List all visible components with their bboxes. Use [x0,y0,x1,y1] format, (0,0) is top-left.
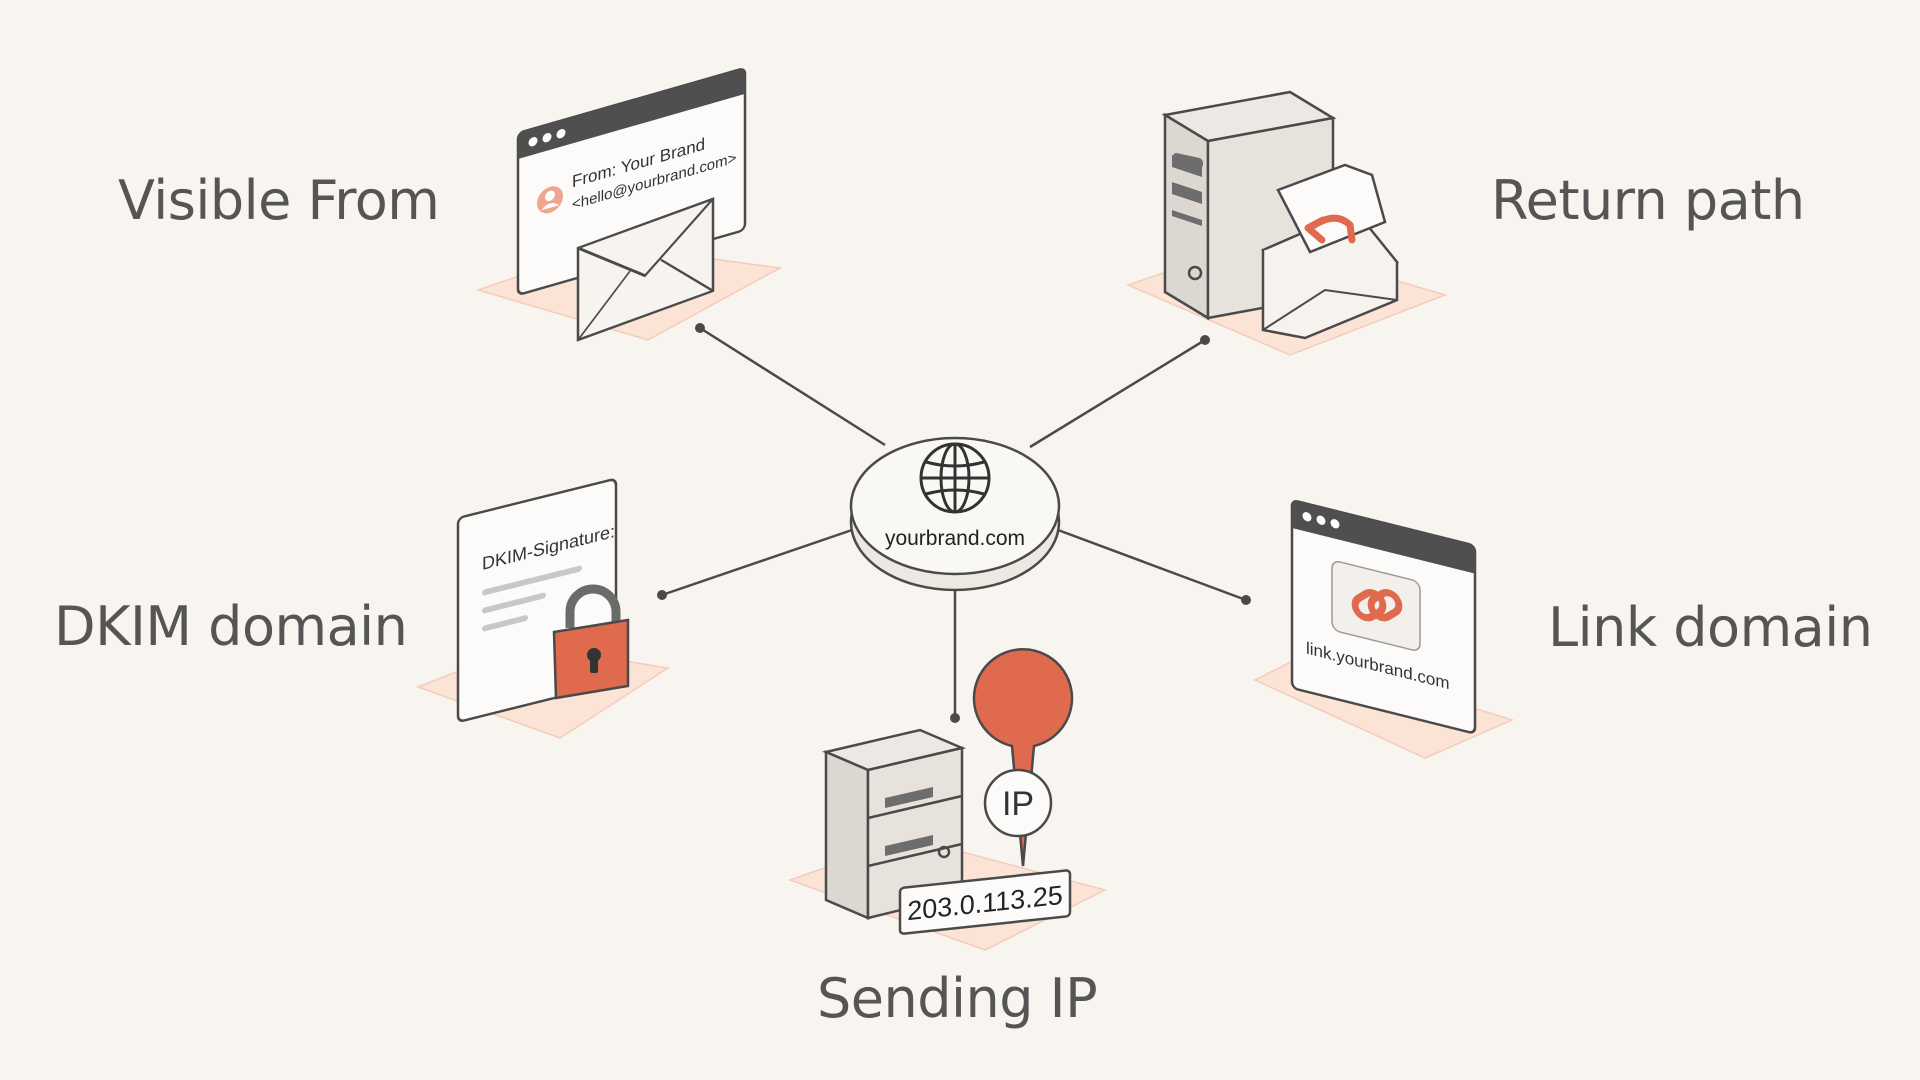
server-stack-icon [822,728,966,920]
return-path-label: Return path [1491,169,1805,232]
sending-ip-illustration: IP 203.0.113.25 [787,648,1108,951]
link-domain-label: Link domain [1548,596,1873,659]
reply-arrow-icon [1304,214,1356,244]
connector-dots [657,323,1251,723]
window-dot-icon [1302,512,1312,522]
visible-from-illustration: From: Your Brand <hello@yourbrand.com> [475,68,783,342]
window-dot-icon [556,128,566,139]
connector-visible-from [699,326,886,447]
connector-dot-dkim-domain [657,590,667,600]
window-dot-icon [528,137,538,147]
avatar-icon [537,186,563,214]
connectors [661,326,1247,718]
dkim-domain-label: DKIM domain [54,595,408,658]
visible-from-label: Visible From [118,169,440,232]
connector-return-path [1029,338,1206,449]
connector-link-domain [1057,528,1247,602]
dkim-text-line [482,615,528,632]
dkim-domain-illustration: DKIM-Signature: [415,478,671,739]
window-dot-icon [1316,515,1326,525]
globe-icon [919,442,991,514]
ip-address-tag: 203.0.113.25 [898,869,1072,935]
return-envelope-icon [1260,163,1400,340]
sending-ip-label: Sending IP [817,967,1098,1030]
dkim-text-line [482,565,582,596]
hub-node: yourbrand.com [849,436,1061,592]
return-path-illustration [1125,90,1448,356]
location-pin-icon: IP [972,648,1074,867]
connector-dkim-domain [661,528,853,597]
browser-titlebar [518,69,745,159]
link-chain-icon [1351,589,1403,622]
hub-label: yourbrand.com [885,527,1025,550]
connector-dot-return-path [1200,335,1210,345]
window-dot-icon [542,133,552,143]
connector-dot-link-domain [1241,595,1251,605]
padlock-icon [552,584,630,700]
connector-dot-sending-ip [950,713,960,723]
envelope-icon [576,197,715,342]
window-dot-icon [1330,519,1340,529]
ip-pin-text: IP [1002,785,1034,823]
dkim-text-line [482,592,546,614]
link-icon-tile [1331,560,1421,651]
link-browser-titlebar [1292,501,1475,574]
connector-dot-visible-from [695,323,705,333]
link-domain-illustration: link.yourbrand.com [1253,500,1515,759]
